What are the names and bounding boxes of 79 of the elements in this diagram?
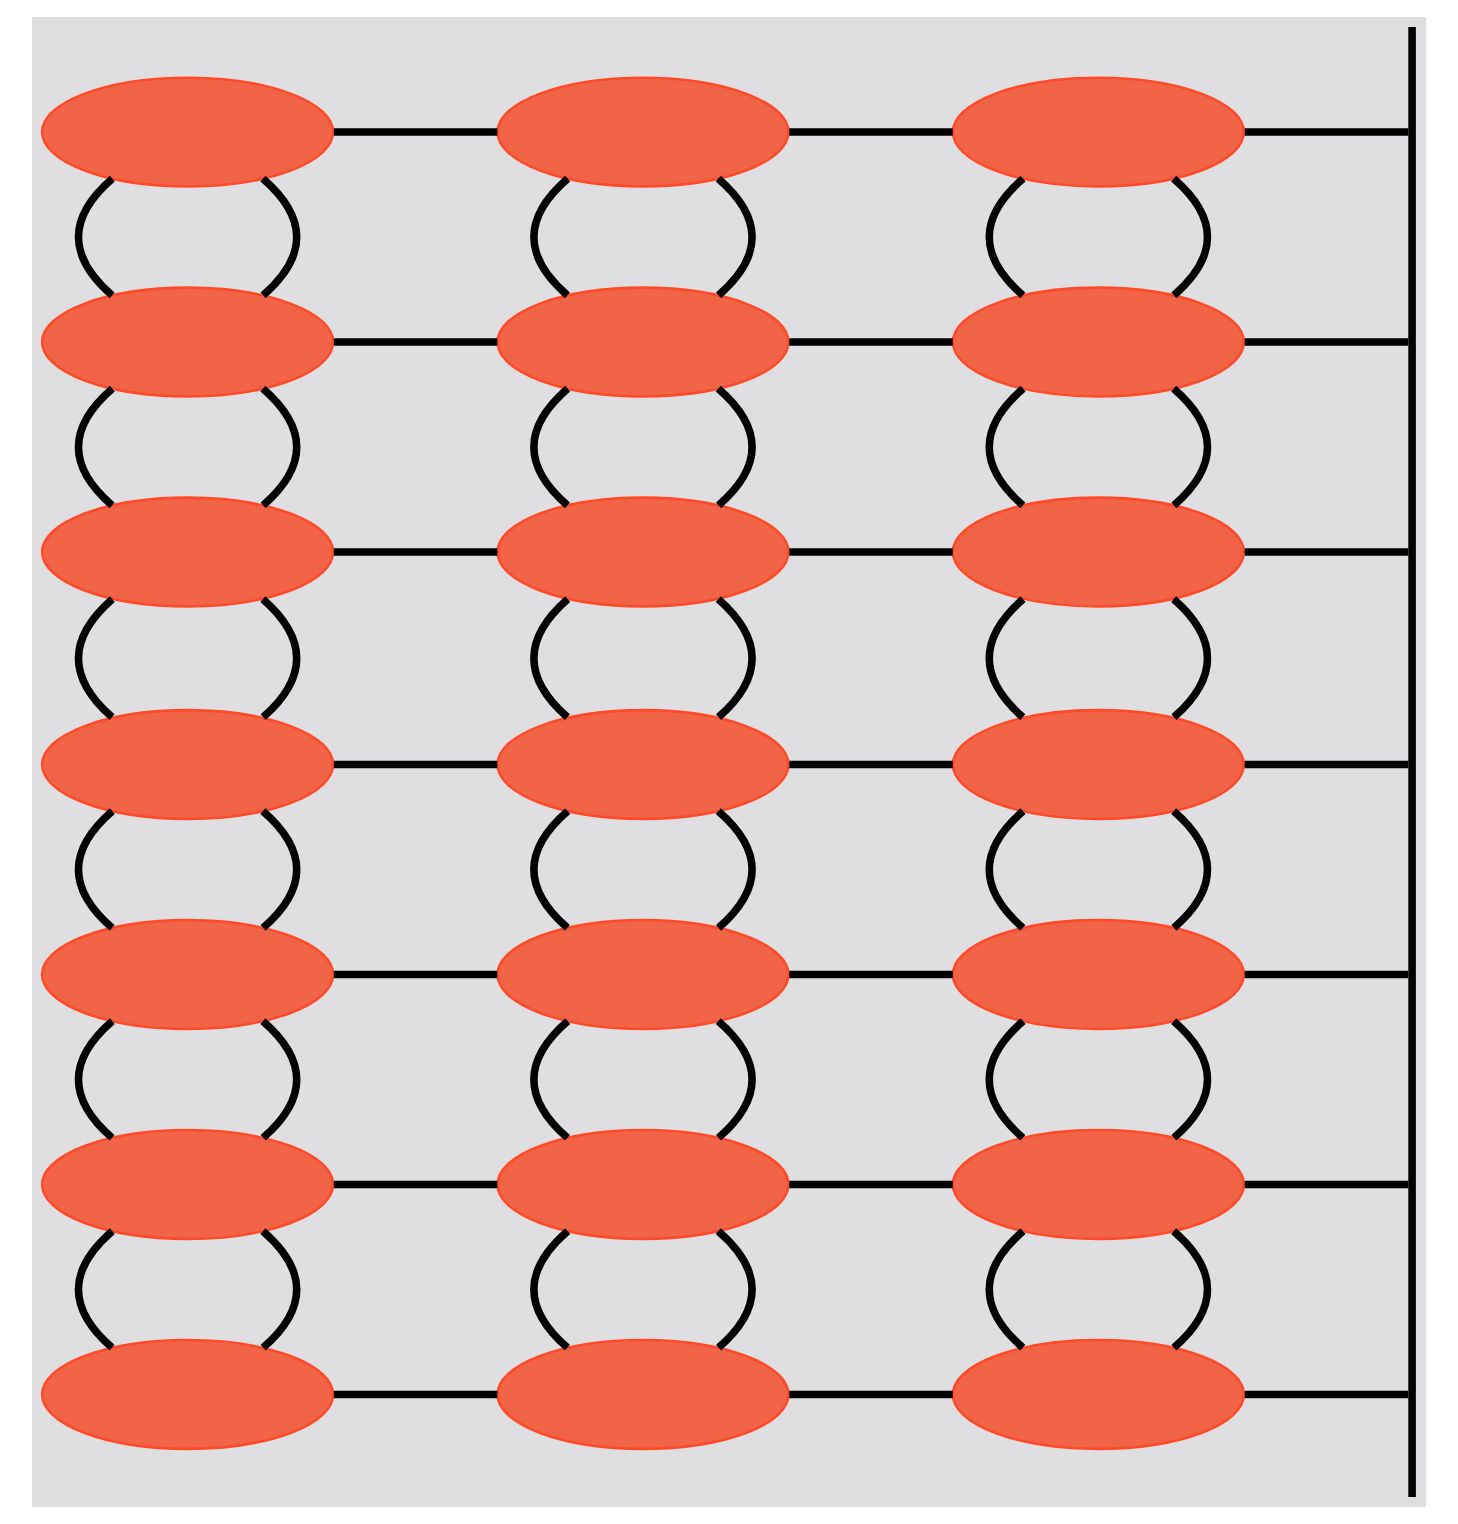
connector (789, 970, 953, 979)
connector (789, 338, 953, 346)
node-ellipse (40, 1128, 335, 1241)
connector (333, 1390, 498, 1399)
connector (1244, 338, 1409, 346)
connector (74, 596, 115, 720)
connector (985, 596, 1026, 720)
connector (333, 760, 498, 769)
connector (530, 175, 571, 299)
node-ellipse (40, 918, 335, 1031)
connector (333, 970, 498, 979)
connector (715, 385, 756, 508)
node-ellipse (496, 1338, 790, 1451)
node-ellipse (40, 496, 335, 608)
connector (1171, 1018, 1212, 1141)
connector (985, 175, 1026, 299)
node-ellipse (496, 496, 790, 608)
node-ellipse (496, 286, 790, 398)
connector (789, 548, 953, 556)
connector (74, 385, 115, 508)
connector (1171, 1228, 1212, 1351)
connector (1244, 128, 1409, 136)
connector (1171, 175, 1212, 299)
connector (333, 338, 498, 346)
connector (530, 596, 571, 720)
node-ellipse (951, 76, 1246, 188)
connector (1244, 1180, 1409, 1189)
connector (985, 385, 1026, 508)
connector (260, 385, 301, 508)
connector (715, 596, 756, 720)
connector (260, 1018, 301, 1141)
connector (1244, 1390, 1409, 1399)
node-ellipse (951, 1338, 1246, 1451)
node-ellipse (496, 76, 790, 188)
node-ellipse (40, 708, 335, 821)
connector (530, 1228, 571, 1351)
connector (1171, 808, 1212, 931)
connector (74, 1228, 115, 1351)
connector (1244, 970, 1409, 979)
connector (333, 548, 498, 556)
node-ellipse (496, 708, 790, 821)
connector (715, 1018, 756, 1141)
connector (985, 1018, 1026, 1141)
node-ellipse (951, 708, 1246, 821)
node-ellipse (951, 496, 1246, 608)
connector (530, 1018, 571, 1141)
node-ellipse (40, 76, 335, 188)
node-ellipse (496, 1128, 790, 1241)
connector (715, 175, 756, 299)
connector (789, 128, 953, 136)
connector (715, 808, 756, 931)
connector (1171, 385, 1212, 508)
connector (789, 760, 953, 769)
connector (789, 1180, 953, 1189)
connector (260, 596, 301, 720)
connector (530, 808, 571, 931)
connector (530, 385, 571, 508)
connector (74, 808, 115, 931)
connector (74, 175, 115, 299)
connector (1244, 760, 1409, 769)
connector (985, 1228, 1026, 1351)
node-ellipse (951, 286, 1246, 398)
connector (333, 1180, 498, 1189)
connector (715, 1228, 756, 1351)
connector (1244, 548, 1409, 556)
node-ellipse (40, 1338, 335, 1451)
node-ellipse (951, 918, 1246, 1031)
connector (985, 808, 1026, 931)
connector (74, 1018, 115, 1141)
node-ellipse (951, 1128, 1246, 1241)
node-bar (1408, 27, 1416, 1497)
connector (260, 1228, 301, 1351)
connector (1171, 596, 1212, 720)
node-ellipse (496, 918, 790, 1031)
connector (789, 1390, 953, 1399)
node-ellipse (40, 286, 335, 398)
connector (333, 128, 498, 136)
connector (260, 175, 301, 299)
connector (260, 808, 301, 931)
